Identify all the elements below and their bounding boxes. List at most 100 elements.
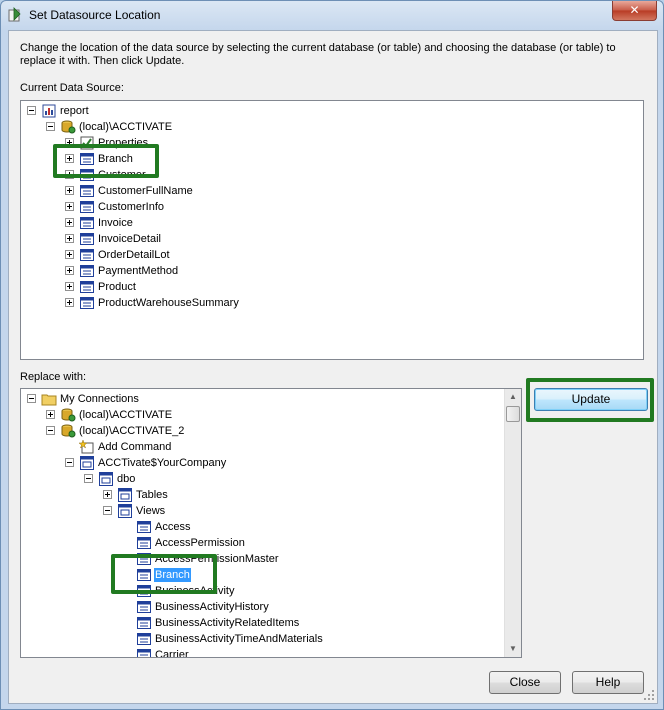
database-schema-icon bbox=[80, 456, 94, 470]
database-icon bbox=[61, 120, 76, 134]
views-folder-icon bbox=[118, 504, 132, 518]
replace-tree-item[interactable]: dbo bbox=[21, 471, 503, 487]
current-tree-item[interactable]: Branch bbox=[21, 151, 641, 167]
report-icon bbox=[42, 104, 56, 118]
replace-tree-item-label: Views bbox=[136, 505, 166, 517]
collapse-minus-icon[interactable] bbox=[46, 122, 55, 131]
replace-with-tree[interactable]: My Connections (local)\ACCTIVATE (local)\A… bbox=[20, 388, 522, 658]
highlight-replace-branch bbox=[111, 554, 217, 594]
replace-tree-item[interactable]: Tables bbox=[21, 487, 503, 503]
replace-tree-scrollbar[interactable]: ▲ ▼ bbox=[504, 389, 521, 657]
database-icon bbox=[61, 424, 76, 438]
current-tree-item[interactable]: OrderDetailLot bbox=[21, 247, 641, 263]
replace-tree-item[interactable]: Views bbox=[21, 503, 503, 519]
expand-plus-icon[interactable] bbox=[65, 218, 74, 227]
view-icon bbox=[137, 617, 151, 629]
table-icon bbox=[80, 217, 94, 229]
table-icon bbox=[80, 297, 94, 309]
table-icon bbox=[80, 281, 94, 293]
expand-plus-icon[interactable] bbox=[65, 250, 74, 259]
replace-tree-item-label: Branch bbox=[154, 568, 191, 582]
replace-tree-item[interactable]: ACCTivate$YourCompany bbox=[21, 455, 503, 471]
highlight-update-button bbox=[526, 378, 654, 422]
view-icon bbox=[137, 601, 151, 613]
table-icon bbox=[80, 185, 94, 197]
collapse-minus-icon[interactable] bbox=[65, 458, 74, 467]
replace-with-label: Replace with: bbox=[20, 371, 87, 383]
replace-tree-item[interactable]: My Connections bbox=[21, 391, 503, 407]
table-icon bbox=[80, 249, 94, 261]
title-bar[interactable]: Set Datasource Location ✕ bbox=[1, 1, 663, 29]
current-tree-item[interactable]: CustomerInfo bbox=[21, 199, 641, 215]
replace-tree-item[interactable]: AccessPermission bbox=[21, 535, 503, 551]
replace-tree-item-label: Carrier bbox=[155, 649, 189, 658]
current-tree-item-label: PaymentMethod bbox=[98, 265, 179, 277]
expand-plus-icon[interactable] bbox=[65, 186, 74, 195]
expand-plus-icon[interactable] bbox=[65, 154, 74, 163]
view-icon bbox=[137, 537, 151, 549]
current-tree-item[interactable]: Invoice bbox=[21, 215, 641, 231]
scroll-thumb[interactable] bbox=[506, 406, 520, 422]
collapse-minus-icon[interactable] bbox=[84, 474, 93, 483]
scroll-up-arrow-icon[interactable]: ▲ bbox=[509, 392, 517, 401]
replace-tree-item-label: BusinessActivityHistory bbox=[155, 601, 269, 613]
view-icon bbox=[137, 569, 151, 581]
current-tree-item[interactable]: CustomerFullName bbox=[21, 183, 641, 199]
window-close-button[interactable]: ✕ bbox=[612, 1, 657, 21]
current-tree-item-label: report bbox=[60, 105, 89, 117]
current-tree-item[interactable]: PaymentMethod bbox=[21, 263, 641, 279]
current-tree-item[interactable]: report bbox=[21, 103, 641, 119]
highlight-current-branch bbox=[53, 144, 159, 178]
close-button[interactable]: Close bbox=[489, 671, 561, 694]
help-button[interactable]: Help bbox=[572, 671, 644, 694]
replace-tree-item[interactable]: BusinessActivity bbox=[21, 583, 503, 599]
replace-tree-item[interactable]: BusinessActivityTimeAndMaterials bbox=[21, 631, 503, 647]
replace-tree-item-label: AccessPermission bbox=[155, 537, 245, 549]
collapse-minus-icon[interactable] bbox=[27, 106, 36, 115]
expand-plus-icon[interactable] bbox=[65, 298, 74, 307]
database-icon bbox=[61, 408, 76, 422]
current-tree-item-label: (local)\ACCTIVATE bbox=[79, 121, 173, 133]
instructions-text: Change the location of the data source b… bbox=[20, 42, 616, 67]
replace-tree-item-label: ACCTivate$YourCompany bbox=[98, 457, 227, 469]
replace-tree-item[interactable]: AccessPermissionMaster bbox=[21, 551, 503, 567]
view-icon bbox=[137, 649, 151, 657]
current-tree-item[interactable]: Product bbox=[21, 279, 641, 295]
current-tree-item-label: InvoiceDetail bbox=[98, 233, 161, 245]
replace-tree-item[interactable]: BusinessActivityRelatedItems bbox=[21, 615, 503, 631]
replace-tree-item-label: (local)\ACCTIVATE_2 bbox=[79, 425, 185, 437]
current-tree-item[interactable]: InvoiceDetail bbox=[21, 231, 641, 247]
resize-grip-icon[interactable] bbox=[643, 689, 655, 701]
replace-tree-item[interactable]: (local)\ACCTIVATE_2 bbox=[21, 423, 503, 439]
replace-tree-item[interactable]: Carrier bbox=[21, 647, 503, 658]
schema-icon bbox=[99, 472, 113, 486]
expand-plus-icon[interactable] bbox=[103, 490, 112, 499]
replace-tree-item[interactable]: Add Command bbox=[21, 439, 503, 455]
replace-tree-item[interactable]: Branch bbox=[21, 567, 503, 583]
scroll-down-arrow-icon[interactable]: ▼ bbox=[509, 644, 517, 653]
replace-tree-item[interactable]: (local)\ACCTIVATE bbox=[21, 407, 503, 423]
replace-tree-item-label: Tables bbox=[136, 489, 168, 501]
replace-tree-item[interactable]: BusinessActivityHistory bbox=[21, 599, 503, 615]
expand-plus-icon[interactable] bbox=[65, 282, 74, 291]
replace-tree-item[interactable]: Access bbox=[21, 519, 503, 535]
table-icon bbox=[80, 265, 94, 277]
expand-plus-icon[interactable] bbox=[65, 202, 74, 211]
replace-tree-item-label: BusinessActivityTimeAndMaterials bbox=[155, 633, 323, 645]
update-button[interactable]: Update bbox=[534, 388, 648, 411]
collapse-minus-icon[interactable] bbox=[103, 506, 112, 515]
expand-plus-icon[interactable] bbox=[65, 234, 74, 243]
replace-tree-item-label: (local)\ACCTIVATE bbox=[79, 409, 173, 421]
view-icon bbox=[137, 633, 151, 645]
current-tree-item-label: OrderDetailLot bbox=[98, 249, 170, 261]
folder-icon bbox=[41, 394, 57, 406]
collapse-minus-icon[interactable] bbox=[27, 394, 36, 403]
current-tree-item[interactable]: ProductWarehouseSummary bbox=[21, 295, 641, 311]
expand-plus-icon[interactable] bbox=[65, 266, 74, 275]
collapse-minus-icon[interactable] bbox=[46, 426, 55, 435]
expand-plus-icon[interactable] bbox=[46, 410, 55, 419]
replace-tree-item-label: BusinessActivityRelatedItems bbox=[155, 617, 300, 629]
current-tree-item[interactable]: (local)\ACCTIVATE bbox=[21, 119, 641, 135]
current-tree-item-label: ProductWarehouseSummary bbox=[98, 297, 239, 309]
